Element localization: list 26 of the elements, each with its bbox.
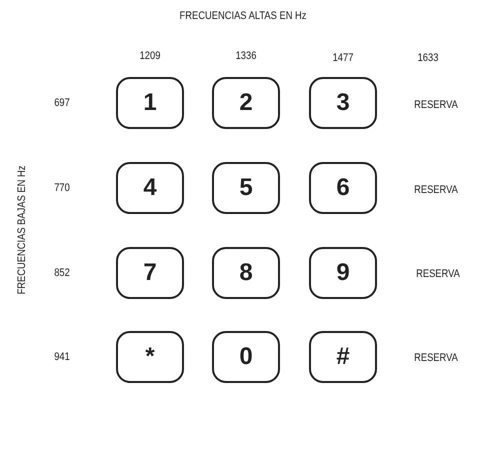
axis-label: FRECUENCIAS BAJAS EN Hz: [16, 166, 28, 294]
key-button: 9: [309, 247, 377, 299]
heading: FRECUENCIAS ALTAS EN Hz: [180, 10, 306, 22]
key-button: 6: [309, 162, 377, 214]
key-button: 7: [116, 247, 184, 299]
reserve-label: RESERVA: [414, 352, 458, 364]
reserve-label: RESERVA: [416, 268, 460, 280]
key-button: 5: [212, 162, 280, 214]
key-button: 3: [309, 77, 377, 129]
key-button: 8: [212, 247, 280, 299]
frequency-label: 1633: [418, 52, 438, 64]
frequency-label: 1477: [332, 52, 354, 64]
key-button: 2: [212, 77, 280, 129]
key-button: #: [309, 331, 377, 383]
reserve-label: RESERVA: [414, 184, 458, 196]
key-button: 1: [116, 77, 184, 129]
frequency-label: 941: [54, 351, 70, 363]
frequency-label: 852: [54, 267, 70, 279]
key-button: 4: [116, 162, 184, 214]
reserve-label: RESERVA: [414, 99, 458, 111]
key-button: 0: [212, 331, 280, 383]
frequency-label: 770: [54, 182, 70, 194]
frequency-label: 697: [54, 97, 70, 109]
frequency-label: 1336: [236, 50, 256, 62]
frequency-label: 1209: [140, 50, 160, 62]
key-button: *: [116, 331, 184, 383]
